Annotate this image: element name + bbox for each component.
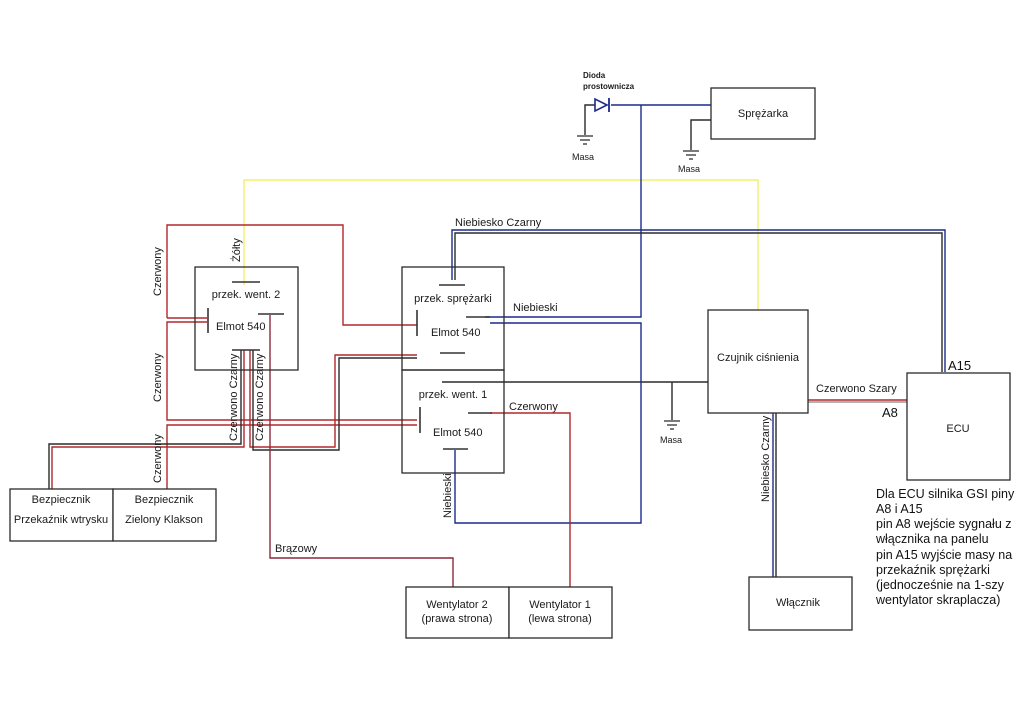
- wire-label-red-fan1: Czerwony: [509, 401, 558, 413]
- fan2-line1: Wentylator 2: [426, 599, 488, 611]
- fan1-line1: Wentylator 1: [529, 599, 591, 611]
- wire-red-fan1: [490, 412, 571, 587]
- wire-label-blue-black-top: Niebiesko Czarny: [455, 217, 542, 229]
- wire-compressor-ground: [690, 119, 711, 150]
- diode-icon: [584, 97, 610, 135]
- ecu-box: [906, 372, 1011, 481]
- relay-fan1-model: Elmot 540: [433, 427, 483, 439]
- compressor-box: [710, 87, 816, 140]
- relay-fan1-box: [401, 369, 505, 474]
- wire-label-red-black-2: Czerwono Czarny: [254, 353, 266, 441]
- wire-yellow: [243, 179, 759, 310]
- wire-red-black-left: [51, 350, 245, 489]
- relay-fan2-title: przek. went. 2: [212, 289, 280, 301]
- wire-black-left: [48, 350, 242, 489]
- fuse2-line1: Bezpiecznik: [135, 494, 194, 506]
- wire-brown: [269, 315, 454, 587]
- wire-blue-black-top-blue: [451, 229, 946, 372]
- ecu-label: ECU: [946, 423, 969, 435]
- ecu-note-1: Dla ECU silnika GSI piny A8 i A15: [876, 487, 1015, 516]
- wire-label-blue-2: Niebieski: [442, 473, 454, 518]
- wire-red-black-right: [249, 350, 417, 448]
- wire-label-red-3: Czerwony: [152, 434, 164, 483]
- relay-fan2-box: [194, 266, 299, 371]
- relay-fan2-model: Elmot 540: [216, 321, 266, 333]
- ground-label-1: Masa: [572, 152, 594, 162]
- wire-label-red-grey: Czerwono Szary: [816, 383, 897, 395]
- diode-label-1: Dioda: [583, 71, 606, 80]
- ecu-note-3: pin A15 wyjście masy na przekaźnik spręż…: [876, 548, 1013, 607]
- ground-icon: [664, 420, 680, 430]
- wire-blue-compressor: [454, 322, 642, 524]
- pressure-sensor-label: Czujnik ciśnienia: [717, 352, 800, 364]
- switch-label: Włącznik: [776, 597, 821, 609]
- relay-compressor-title: przek. sprężarki: [414, 293, 492, 305]
- fuse2-line2: Zielony Klakson: [125, 514, 203, 526]
- wire-label-yellow: Żółty: [230, 238, 243, 262]
- pin-a8-label: A8: [882, 405, 898, 420]
- pressure-sensor-box: [707, 309, 809, 414]
- fuse1-line2: Przekaźnik wtrysku: [14, 514, 108, 526]
- ground-icon: [577, 135, 593, 145]
- fuse1-line1: Bezpiecznik: [32, 494, 91, 506]
- ecu-note-2: pin A8 wejście sygnału z włącznika na pa…: [876, 517, 1012, 546]
- switch-box: [748, 576, 853, 631]
- wire-red-fan2-coil-3: [166, 424, 417, 489]
- relay-compressor-model: Elmot 540: [431, 327, 481, 339]
- relay-fan1-title: przek. went. 1: [419, 389, 487, 401]
- wire-label-red-black-1: Czerwono Czarny: [228, 353, 240, 441]
- ground-label-2: Masa: [678, 164, 700, 174]
- wire-blue-vertical: [485, 105, 642, 318]
- wire-label-blue-1: Niebieski: [513, 302, 558, 314]
- ground-label-3: Masa: [660, 435, 682, 445]
- wire-label-red-2: Czerwony: [152, 353, 164, 402]
- diode-label-2: prostownicza: [583, 82, 635, 91]
- pin-a15-label: A15: [948, 358, 971, 373]
- fan1-line2: (lewa strona): [528, 613, 592, 625]
- compressor-label: Sprężarka: [738, 108, 789, 120]
- wire-label-brown: Brązowy: [275, 543, 318, 555]
- fan2-box: [405, 586, 510, 639]
- wire-red-top-loop: [166, 224, 417, 326]
- wire-blue-black-top-black: [454, 232, 943, 372]
- wire-red-fan2-coil-2: [166, 321, 417, 421]
- wire-label-blue-black-switch: Niebiesko Czarny: [760, 415, 772, 502]
- fan1-box: [508, 586, 613, 639]
- wire-label-red-1: Czerwony: [152, 247, 164, 296]
- wire-black-right: [252, 350, 417, 451]
- fuse-horn-box: [112, 488, 217, 542]
- ground-icon: [683, 150, 699, 160]
- fan2-line2: (prawa strona): [422, 613, 493, 625]
